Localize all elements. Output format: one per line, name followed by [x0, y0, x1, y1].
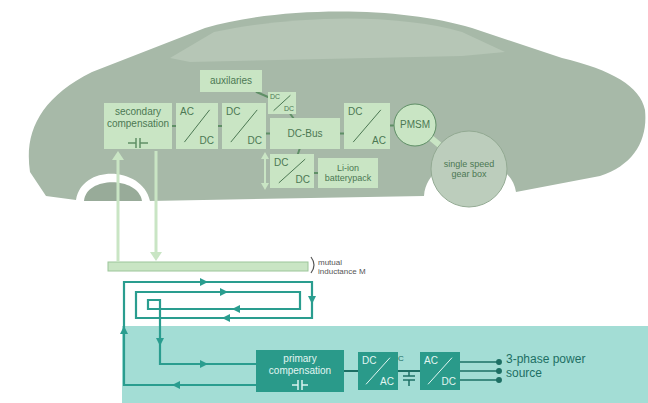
bidirectional-arrow — [264, 158, 266, 184]
converter-text: DC — [226, 106, 240, 118]
converter-text: AC — [380, 376, 394, 388]
converter-box: AC DC — [420, 352, 460, 390]
node-text: secondary compensation — [107, 106, 169, 129]
converter-text: DC — [284, 105, 294, 113]
converter-text: DC — [274, 157, 288, 169]
connector — [344, 370, 358, 372]
node-text: auxilaries — [210, 75, 252, 87]
ground-band — [122, 326, 648, 403]
battery-box: Li-ion batterypack — [318, 158, 378, 188]
compensation-box: secondary compensation — [104, 103, 172, 149]
arrow-head — [150, 252, 162, 261]
motor-circle: PMSM — [393, 103, 437, 147]
circle-shape — [394, 104, 436, 146]
inductance-bracket — [311, 257, 314, 273]
arrow-head — [112, 151, 124, 160]
arrow-head — [261, 152, 269, 159]
converter-text: DC — [270, 93, 280, 101]
connector — [257, 92, 269, 97]
circle-shape — [431, 131, 507, 207]
secondary-coil-pad — [108, 262, 308, 271]
car-body — [29, 12, 646, 202]
converter-text: DC — [442, 376, 456, 388]
connector — [398, 370, 420, 372]
connector — [432, 139, 439, 144]
converter-box: DC DC — [270, 154, 314, 188]
node-text: Li-ion batterypack — [321, 163, 375, 184]
node-text: PMSM — [400, 119, 430, 131]
annotation-label: mutual inductance M — [318, 258, 380, 276]
pad-lead — [155, 151, 158, 254]
converter-box: AC DC — [176, 103, 218, 149]
converter-box: DC AC — [344, 103, 390, 149]
converter-text: AC — [372, 135, 386, 147]
band-text: 3-phase power source — [506, 353, 592, 381]
arrow-head — [261, 183, 269, 190]
node-text: primary compensation — [259, 353, 341, 376]
pad-lead — [117, 156, 120, 262]
capacitor-symbol — [128, 138, 148, 148]
capacitor-symbol — [292, 380, 308, 390]
converter-text: DC — [362, 355, 376, 367]
capacitor-symbol — [403, 371, 415, 386]
converter-box: DC DC — [222, 103, 266, 149]
supply-band: 3-phase power source primary compensation… — [122, 326, 648, 403]
compensation-box: primary compensation — [256, 350, 344, 392]
dc-bus-box: DC-Bus — [270, 118, 340, 149]
converter-text: DC — [348, 106, 362, 118]
node-text: single speed gear box — [439, 159, 500, 180]
converter-text: AC — [180, 106, 194, 118]
converter-box: DC AC — [358, 352, 398, 390]
component-label: C — [398, 354, 408, 363]
rear-wheel — [84, 182, 142, 201]
auxiliaries-box: auxilaries — [200, 70, 262, 92]
gearbox-wheel: single speed gear box — [430, 130, 508, 208]
connector — [390, 124, 393, 126]
converter-box: DC DC — [268, 92, 296, 114]
converter-text: DC — [200, 135, 214, 147]
converter-text: DC — [296, 174, 310, 186]
converter-text: AC — [424, 355, 438, 367]
converter-text: DC — [248, 135, 262, 147]
node-text: DC-Bus — [287, 128, 322, 140]
three-phase-wires — [460, 360, 501, 382]
car-window — [170, 19, 505, 63]
